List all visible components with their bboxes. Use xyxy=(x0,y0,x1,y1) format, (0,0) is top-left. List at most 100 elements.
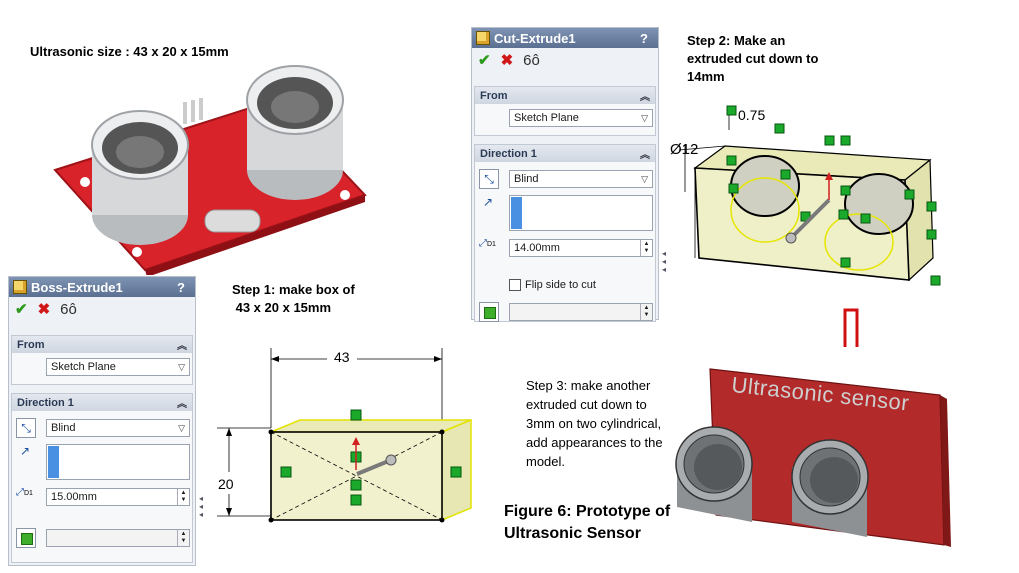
depth-value: 15.00mm xyxy=(51,491,97,503)
end-condition-select[interactable]: Blind ▽ xyxy=(46,419,190,437)
reverse-direction-icon[interactable]: ⤡ xyxy=(16,418,36,438)
boss-extrude-title-bar: Boss-Extrude1 ? xyxy=(9,277,195,297)
flip-side-label: Flip side to cut xyxy=(525,279,596,291)
photo-transducer-left xyxy=(91,110,189,245)
direction1-label: Direction 1 xyxy=(17,396,74,409)
from-label: From xyxy=(17,338,45,351)
depth-input[interactable]: 15.00mm ▲▼ xyxy=(46,488,190,506)
from-group: From ︽ Sketch Plane ▽ xyxy=(474,86,656,136)
spin-buttons[interactable]: ▲▼ xyxy=(640,304,652,320)
help-button[interactable]: ? xyxy=(640,30,648,46)
sketch1-dimension-width[interactable] xyxy=(270,348,443,428)
from-group: From ︽ Sketch Plane ▽ xyxy=(11,335,193,385)
sketch1-height-label: 20 xyxy=(218,476,234,492)
figure-caption: Figure 6: Prototype of Ultrasonic Sensor xyxy=(504,503,671,542)
step2-caption: Step 2: Make an extruded cut down to 14m… xyxy=(687,33,819,84)
spin-buttons[interactable]: ▲▼ xyxy=(640,240,652,256)
cut-extrude-toolbar: ✔ ✖ 6ô xyxy=(472,48,658,72)
collapse-icon: ︽ xyxy=(177,341,187,352)
x-icon[interactable]: ✖ xyxy=(37,301,51,318)
selection-highlight xyxy=(48,446,59,478)
from-group-header[interactable]: From ︽ xyxy=(12,336,192,353)
depth-input[interactable]: 14.00mm ▲▼ xyxy=(509,239,653,257)
from-select[interactable]: Sketch Plane ▽ xyxy=(509,109,653,127)
render-cylinder-left xyxy=(675,426,753,522)
sketch2-diameter-label: Ø12 xyxy=(670,141,699,158)
cut-extrude-panel: Cut-Extrude1 ? ✔ ✖ 6ô From ︽ Sketch Plan… xyxy=(471,27,659,322)
render-cylinder-right xyxy=(791,439,869,537)
collapse-icon: ︽ xyxy=(177,399,187,410)
direction-arrow-icon: ↗ xyxy=(20,444,31,458)
flip-side-checkbox[interactable]: Flip side to cut xyxy=(509,279,596,291)
check-icon[interactable]: ✔ xyxy=(478,52,491,69)
feature-icon xyxy=(13,280,27,294)
end-condition-select[interactable]: Blind ▽ xyxy=(509,170,653,188)
step3-caption: Step 3: make another extruded cut down t… xyxy=(526,378,663,469)
spin-buttons[interactable]: ▲▼ xyxy=(177,530,189,546)
checkbox-box[interactable] xyxy=(509,279,521,291)
sketch1-width-label: 43 xyxy=(334,349,350,365)
direction1-group: Direction 1 ︽ ⤡ Blind ▽ ↗ ⤢D1 14.00mm ▲▼… xyxy=(474,144,656,322)
photo-header-pins xyxy=(183,98,203,124)
direction-selection-box[interactable] xyxy=(509,195,653,231)
depth-tag: D1 xyxy=(487,241,496,248)
x-icon[interactable]: ✖ xyxy=(500,52,514,69)
draft-angle-input[interactable]: ▲▼ xyxy=(46,529,190,547)
sketch1-dimension-height[interactable] xyxy=(217,427,271,517)
sketch1-extrude-handle[interactable] xyxy=(352,437,397,476)
boss-extrude-panel: Boss-Extrude1 ? ✔ ✖ 6ô From ︽ Sketch Pla… xyxy=(8,276,196,566)
reverse-direction-icon[interactable]: ⤡ xyxy=(479,169,499,189)
step2-cut-sketch xyxy=(678,105,941,286)
chevron-down-icon: ▽ xyxy=(641,112,648,123)
sketch2-box xyxy=(693,145,934,282)
sketch2-relation-markers xyxy=(726,105,941,286)
collapse-icon: ︽ xyxy=(640,150,650,161)
glasses-icon[interactable]: 6ô xyxy=(523,51,540,69)
photo-crystal xyxy=(204,209,261,233)
depth-value: 14.00mm xyxy=(514,242,560,254)
from-group-header[interactable]: From ︽ xyxy=(475,87,655,104)
draft-angle-input[interactable]: ▲▼ xyxy=(509,303,653,321)
collapse-icon: ︽ xyxy=(640,92,650,103)
draft-icon[interactable] xyxy=(16,528,36,548)
end-condition-value: Blind xyxy=(51,422,76,434)
direction-selection-box[interactable] xyxy=(46,444,190,480)
sketch2-extrude-handle[interactable] xyxy=(785,172,833,244)
from-select-value: Sketch Plane xyxy=(514,112,579,124)
depth-tag: D1 xyxy=(24,490,33,497)
feature-icon xyxy=(476,31,490,45)
chevron-down-icon: ▽ xyxy=(178,422,185,433)
boss-extrude-toolbar: ✔ ✖ 6ô xyxy=(9,297,195,321)
from-select-value: Sketch Plane xyxy=(51,361,116,373)
draft-icon[interactable] xyxy=(479,302,499,322)
cut-extrude-title: Cut-Extrude1 xyxy=(494,30,576,46)
spin-buttons[interactable]: ▲▼ xyxy=(177,489,189,505)
panel-gripper[interactable]: ◂◂◂ xyxy=(199,494,204,519)
direction1-group: Direction 1 ︽ ⤡ Blind ▽ ↗ ⤢D1 15.00mm ▲▼… xyxy=(11,393,193,563)
ultrasonic-sensor-render xyxy=(672,347,975,562)
glasses-icon[interactable]: 6ô xyxy=(60,300,77,318)
selection-highlight xyxy=(511,197,522,229)
sketch2-offset-label: 0.75 xyxy=(738,107,766,123)
chevron-down-icon: ▽ xyxy=(641,173,648,184)
help-button[interactable]: ? xyxy=(177,279,185,295)
photo-transducer-right xyxy=(246,65,344,200)
cut-extrude-title-bar: Cut-Extrude1 ? xyxy=(472,28,658,48)
step1-box-sketch xyxy=(217,348,472,523)
panel-gripper[interactable]: ◂◂◂ xyxy=(662,249,667,274)
from-select[interactable]: Sketch Plane ▽ xyxy=(46,358,190,376)
depth-icon: ⤢D1 xyxy=(479,238,496,249)
depth-icon: ⤢D1 xyxy=(16,487,33,498)
direction1-group-header[interactable]: Direction 1 ︽ xyxy=(475,145,655,162)
ultrasonic-sensor-photo xyxy=(53,65,367,275)
ultrasonic-size-caption: Ultrasonic size : 43 x 20 x 15mm xyxy=(30,44,229,59)
check-icon[interactable]: ✔ xyxy=(15,301,28,318)
boss-extrude-title: Boss-Extrude1 xyxy=(31,279,123,295)
direction1-group-header[interactable]: Direction 1 ︽ xyxy=(12,394,192,411)
from-label: From xyxy=(480,89,508,102)
end-condition-value: Blind xyxy=(514,173,539,185)
direction1-label: Direction 1 xyxy=(480,147,537,160)
step1-caption: Step 1: make box of 43 x 20 x 15mm xyxy=(232,282,355,315)
direction-arrow-icon: ↗ xyxy=(483,195,494,209)
sketch1-extrude-preview xyxy=(268,418,472,523)
